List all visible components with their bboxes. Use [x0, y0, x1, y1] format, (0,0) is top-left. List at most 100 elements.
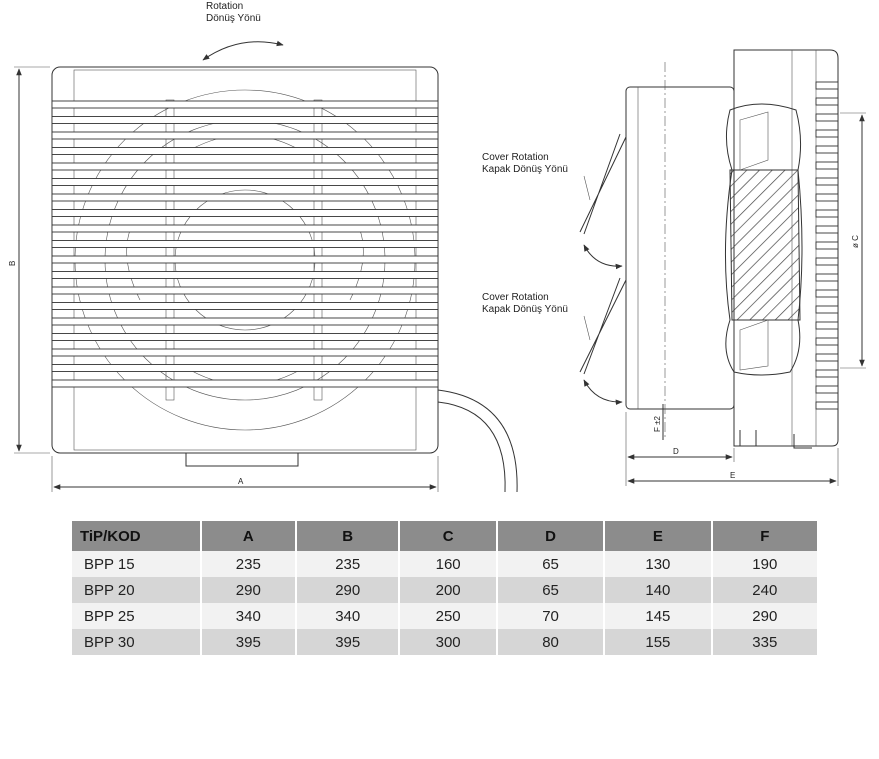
dimension-e-label: E	[730, 471, 735, 480]
cell-f: 335	[712, 629, 817, 655]
cell-type-code: BPP 20	[72, 577, 200, 603]
cell-d: 65	[497, 551, 604, 577]
cell-d: 80	[497, 629, 604, 655]
table-row: BPP 25 340 340 250 70 145 290	[72, 603, 817, 629]
grille-slat	[51, 116, 439, 124]
cell-d: 70	[497, 603, 604, 629]
grille-slat	[51, 209, 439, 217]
rotation-arrow	[202, 40, 284, 61]
table-row: BPP 20 290 290 200 65 140 240	[72, 577, 817, 603]
cell-a: 290	[201, 577, 296, 603]
side-grille-frame	[733, 49, 839, 447]
header-f: F	[712, 521, 817, 551]
side-fin	[815, 401, 839, 410]
side-fin	[815, 225, 839, 234]
side-fin	[815, 257, 839, 266]
grille-slat	[51, 224, 439, 233]
grille-slat	[51, 333, 439, 341]
side-fin	[815, 113, 839, 122]
mount-bracket	[739, 430, 812, 449]
grille-slat	[51, 379, 439, 388]
side-fin	[815, 321, 839, 330]
cell-type-code: BPP 15	[72, 551, 200, 577]
grille-slat	[51, 364, 439, 372]
side-fin	[815, 273, 839, 282]
grille-slat	[51, 240, 439, 248]
side-fin	[815, 241, 839, 250]
side-fin	[815, 369, 839, 378]
dimension-b-label: B	[8, 261, 17, 266]
front-view: Rotation Dönüş Yönü A B	[8, 1, 518, 493]
side-fin	[815, 129, 839, 138]
cell-c: 250	[400, 603, 496, 629]
blade-lower	[739, 319, 769, 371]
cell-e: 155	[605, 629, 711, 655]
bottom-tab	[185, 452, 299, 467]
header-type-code: TiP/KOD	[72, 521, 200, 551]
side-housing	[625, 86, 735, 410]
blade-upper	[739, 111, 769, 171]
cell-a: 340	[201, 603, 296, 629]
grille-slat	[51, 255, 439, 264]
dimension-c-label: ø C	[851, 235, 860, 248]
grille-support-right	[313, 99, 323, 401]
side-fin	[815, 305, 839, 314]
cover-rotation-arrow-lower	[583, 379, 623, 406]
cell-a: 395	[201, 629, 296, 655]
grille-slats	[51, 100, 439, 388]
header-d: D	[497, 521, 604, 551]
fan-technical-drawing: Rotation Dönüş Yönü A B Co	[8, 1, 866, 493]
grille-slat	[51, 100, 439, 109]
cell-type-code: BPP 30	[72, 629, 200, 655]
cover-rotation-label-en-2: Cover Rotation	[482, 292, 549, 303]
side-fin	[815, 145, 839, 154]
cover-rotation-label-tr-1: Kapak Dönüş Yönü	[482, 164, 568, 175]
header-b: B	[297, 521, 399, 551]
grille-slat	[51, 317, 439, 326]
grille-slat	[51, 302, 439, 310]
grille-slat	[51, 131, 439, 140]
cell-d: 65	[497, 577, 604, 603]
side-fin	[815, 161, 839, 170]
cell-e: 140	[605, 577, 711, 603]
cell-f: 240	[712, 577, 817, 603]
cell-a: 235	[201, 551, 296, 577]
side-fin	[815, 353, 839, 362]
grille-slat	[51, 178, 439, 186]
grille-slat	[51, 162, 439, 171]
motor-section	[729, 169, 801, 321]
side-fin	[815, 193, 839, 202]
cell-f: 190	[712, 551, 817, 577]
side-fin	[815, 97, 839, 106]
rotation-label-en: Rotation	[206, 1, 243, 12]
header-a: A	[201, 521, 296, 551]
grille-slat	[51, 286, 439, 295]
power-cable-inner	[437, 401, 506, 493]
cover-rotation-label-tr-2: Kapak Dönüş Yönü	[482, 304, 568, 315]
grille-slat	[51, 193, 439, 202]
side-view: Cover Rotation Kapak Dönüş Yönü Cover Ro…	[482, 49, 866, 486]
table-row: BPP 15 235 235 160 65 130 190	[72, 551, 817, 577]
cell-b: 340	[297, 603, 399, 629]
impeller-outline	[724, 103, 803, 376]
cover-rotation-arrow-upper	[583, 244, 623, 270]
side-grille-fins	[815, 81, 839, 410]
rotation-label-tr: Dönüş Yönü	[206, 13, 261, 24]
dimension-d-label: D	[673, 447, 679, 456]
cover-flap-upper	[579, 133, 627, 235]
cell-b: 395	[297, 629, 399, 655]
side-fin	[815, 289, 839, 298]
grille-slat	[51, 147, 439, 155]
cell-c: 160	[400, 551, 496, 577]
cell-type-code: BPP 25	[72, 603, 200, 629]
cell-e: 130	[605, 551, 711, 577]
cell-f: 290	[712, 603, 817, 629]
cell-c: 200	[400, 577, 496, 603]
power-cable-outer	[437, 389, 518, 493]
dimension-a-label: A	[238, 477, 244, 486]
cover-rotation-label-en-1: Cover Rotation	[482, 152, 549, 163]
side-fin	[815, 81, 839, 90]
table-row: BPP 30 395 395 300 80 155 335	[72, 629, 817, 655]
side-fin	[815, 177, 839, 186]
cell-b: 290	[297, 577, 399, 603]
